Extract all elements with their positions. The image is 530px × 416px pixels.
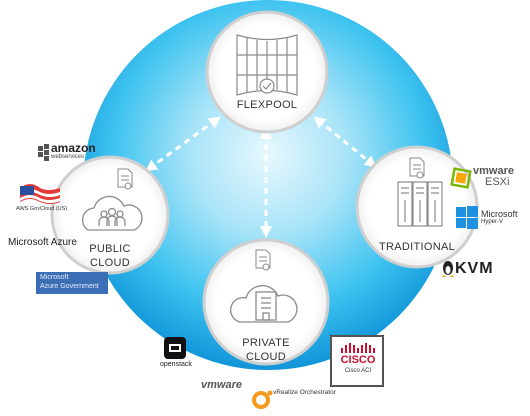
kvm-penguin-icon <box>442 261 454 277</box>
hyperv-line1: Microsoft <box>481 209 518 219</box>
cloud-users-icon <box>81 195 143 231</box>
connector-flexpool-public <box>145 116 221 172</box>
vmware-bottom-text: vmware <box>201 379 242 391</box>
aws-cubes-icon <box>38 144 49 161</box>
cisco-brand: CISCO <box>340 354 376 366</box>
amazon-logo-text: amazon <box>51 141 96 155</box>
openstack-text: openstack <box>160 361 192 368</box>
flexpool-node[interactable] <box>205 10 329 134</box>
hyperv-line2: Hyper-V <box>481 219 504 225</box>
public-cloud-node[interactable] <box>50 155 170 275</box>
cloud-building-icon <box>229 285 298 323</box>
traditional-label: TRADITIONAL <box>378 241 456 253</box>
private-cloud-label-line1: PRIVATE <box>242 337 290 349</box>
aws-govcloud-text: AWS GovCloud (US) <box>16 206 68 212</box>
azure-gov-line2: Azure Government <box>40 283 99 290</box>
kvm-text: KVM <box>455 260 494 277</box>
cisco-aci-logo <box>330 335 384 387</box>
azure-gov-badge <box>36 272 108 294</box>
private-cloud-node[interactable] <box>202 238 330 366</box>
server-rack-icon <box>397 181 443 227</box>
connectors <box>145 116 377 238</box>
connector-flexpool-traditional <box>313 116 377 168</box>
cisco-aci-text: Cisco ACI <box>344 368 372 374</box>
vrealize-text: vRealize Orchestrator <box>273 389 336 396</box>
windows-logo-icon <box>456 206 478 229</box>
aws-govcloud-flag-icon <box>20 184 60 204</box>
microsoft-azure-text: Microsoft Azure <box>8 237 77 248</box>
private-cloud-label-line2: CLOUD <box>245 351 286 363</box>
document-icon <box>255 249 271 271</box>
document-icon <box>409 157 425 179</box>
amazon-logo-sub: webservices <box>51 154 85 160</box>
public-cloud-label-line2: CLOUD <box>89 257 130 269</box>
openstack-icon <box>164 337 186 359</box>
vmware-esxi-brand: vmware <box>473 165 514 177</box>
flexpool-icon <box>236 34 298 96</box>
vsphere-icon <box>450 167 472 189</box>
public-cloud-label-line1: PUBLIC <box>89 243 131 255</box>
flexpool-label: FLEXPOOL <box>236 99 298 111</box>
document-icon <box>117 168 133 190</box>
vrealize-icon <box>252 390 273 409</box>
vmware-esxi-product: ESXi <box>485 176 510 188</box>
azure-gov-line1: Microsoft <box>40 274 69 281</box>
